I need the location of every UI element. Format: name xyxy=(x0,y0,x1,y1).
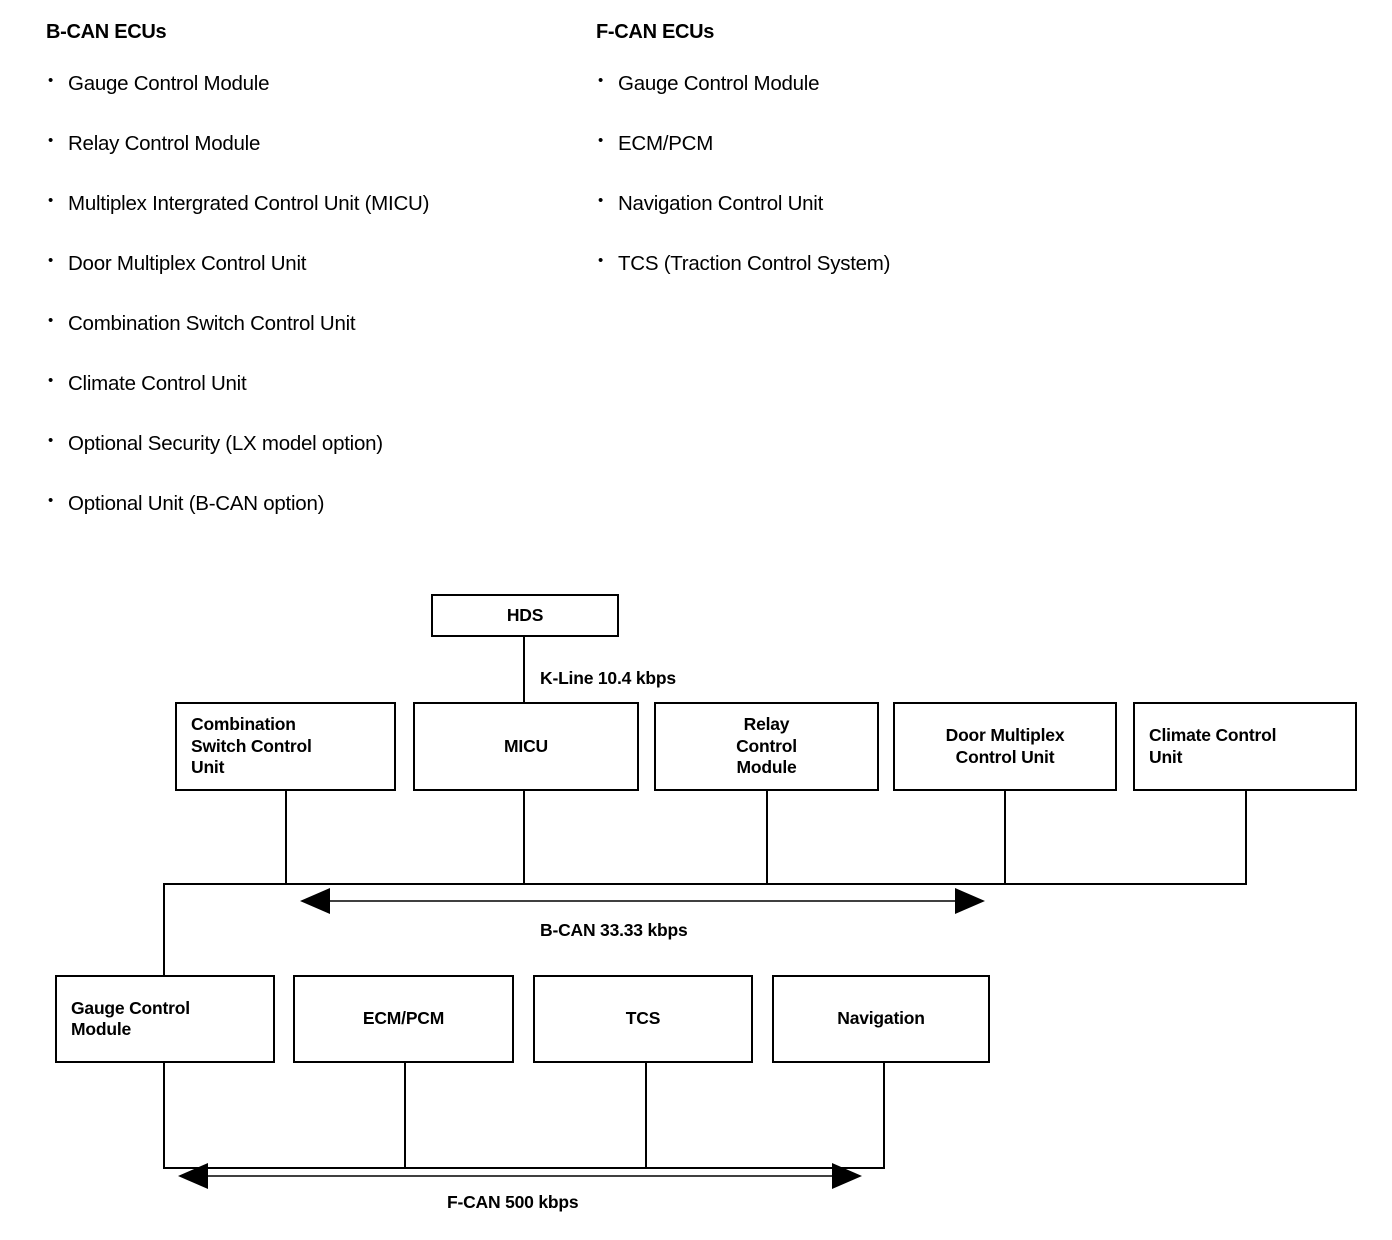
bcan-drop-line xyxy=(1004,791,1006,885)
bcan-list-heading: B-CAN ECUs xyxy=(46,21,167,43)
list-item: Navigation Control Unit xyxy=(596,193,1016,254)
list-item: Gauge Control Module xyxy=(46,73,576,134)
list-item: Optional Security (LX model option) xyxy=(46,433,576,494)
node-micu: MICU xyxy=(413,702,639,791)
bcan-right-arrowhead xyxy=(955,888,985,914)
fcan-drop-line xyxy=(883,1063,885,1169)
kline-connector xyxy=(523,637,525,703)
node-ecm-pcm: ECM/PCM xyxy=(293,975,514,1063)
bcan-left-arrowhead xyxy=(300,888,330,914)
node-gauge-control-module: Gauge Control Module xyxy=(55,975,275,1063)
node-hds: HDS xyxy=(431,594,619,637)
node-navigation: Navigation xyxy=(772,975,990,1063)
bcan-bus-left-leg xyxy=(163,883,165,977)
list-item: Relay Control Module xyxy=(46,133,576,194)
list-item: Multiplex Intergrated Control Unit (MICU… xyxy=(46,193,576,254)
bcan-drop-line xyxy=(1245,791,1247,885)
fcan-ecu-list: F-CAN ECUs Gauge Control Module ECM/PCM … xyxy=(596,22,1016,314)
node-tcs: TCS xyxy=(533,975,753,1063)
bcan-drop-line xyxy=(766,791,768,885)
fcan-list-heading: F-CAN ECUs xyxy=(596,21,715,43)
node-combination-switch-control-unit: Combination Switch Control Unit xyxy=(175,702,396,791)
bcan-drop-line xyxy=(285,791,287,885)
bcan-drop-line xyxy=(523,791,525,885)
bcan-bus-line xyxy=(163,883,1247,885)
kline-label: K-Line 10.4 kbps xyxy=(540,668,676,688)
list-item: Door Multiplex Control Unit xyxy=(46,253,576,314)
node-climate-control-unit: Climate Control Unit xyxy=(1133,702,1357,791)
list-item: Climate Control Unit xyxy=(46,373,576,434)
fcan-drop-line xyxy=(404,1063,406,1169)
fcan-drop-line xyxy=(163,1063,165,1169)
fcan-drop-line xyxy=(645,1063,647,1169)
node-door-multiplex-control-unit: Door Multiplex Control Unit xyxy=(893,702,1117,791)
list-item: Combination Switch Control Unit xyxy=(46,313,576,374)
list-item: Optional Unit (B-CAN option) xyxy=(46,493,576,554)
bcan-bus-label: B-CAN 33.33 kbps xyxy=(540,920,688,940)
list-item: ECM/PCM xyxy=(596,133,1016,194)
fcan-bus-line xyxy=(163,1167,885,1169)
node-relay-control-module: Relay Control Module xyxy=(654,702,879,791)
list-item: TCS (Traction Control System) xyxy=(596,253,1016,314)
bcan-ecu-list: B-CAN ECUs Gauge Control Module Relay Co… xyxy=(46,22,576,554)
fcan-bus-label: F-CAN 500 kbps xyxy=(447,1192,579,1212)
list-item: Gauge Control Module xyxy=(596,73,1016,134)
